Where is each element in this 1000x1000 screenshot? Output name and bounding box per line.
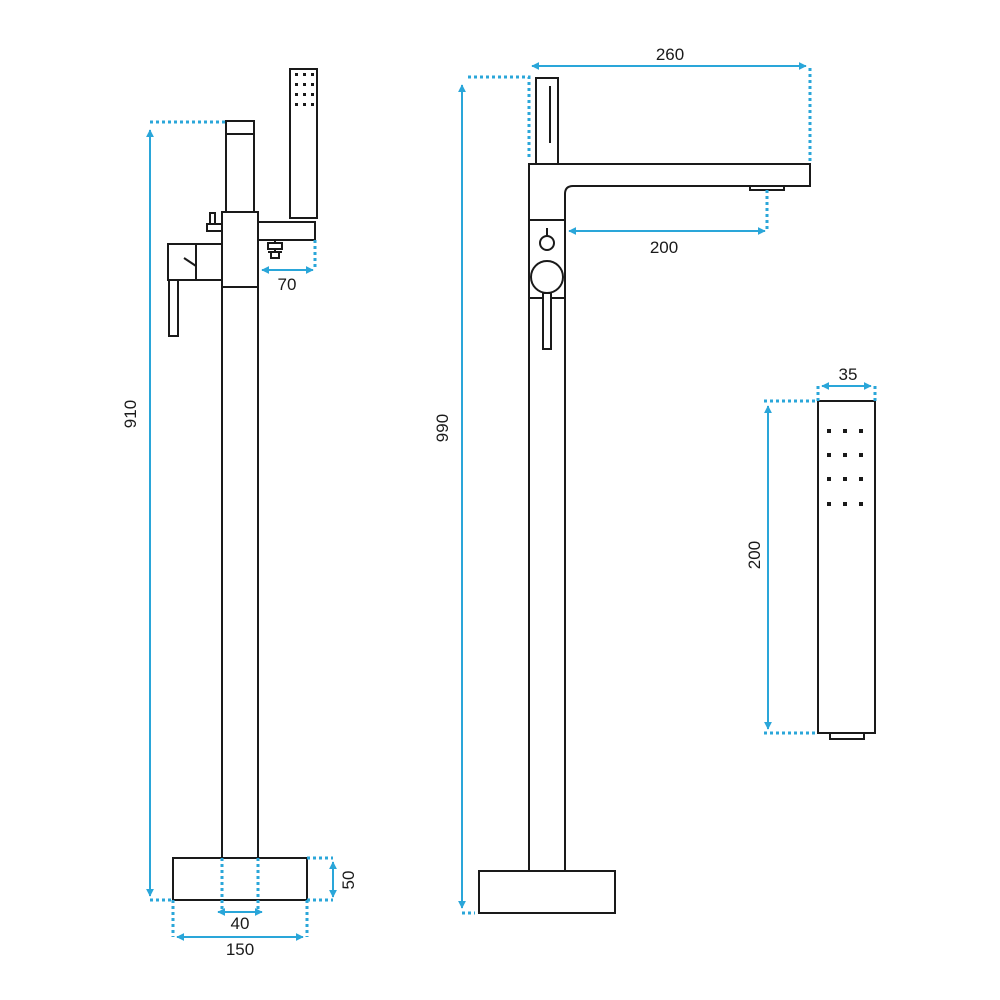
dim-front-total-width: 260 xyxy=(656,45,684,64)
side-view xyxy=(167,68,318,901)
front-spout-outlet xyxy=(749,185,785,191)
side-knob xyxy=(206,212,223,232)
front-dimensions: 990 260 200 xyxy=(433,45,812,915)
front-lever-hub xyxy=(530,260,564,294)
dim-base-height: 50 xyxy=(339,871,358,890)
dim-front-height: 990 xyxy=(433,414,452,442)
side-handshower-nozzles xyxy=(295,73,314,106)
side-holder-column xyxy=(225,120,255,213)
dim-pipe-width: 40 xyxy=(231,914,250,933)
front-lever-handle xyxy=(542,292,552,350)
side-dimensions: 910 70 50 40 150 xyxy=(121,120,358,959)
handshower-detail xyxy=(817,400,876,740)
side-lever-handle xyxy=(167,243,223,337)
dim-handshower-width: 35 xyxy=(839,365,858,384)
side-diverter-valve xyxy=(267,240,283,259)
side-spout-arm xyxy=(257,221,316,241)
dim-handshower-length: 200 xyxy=(745,541,764,569)
dim-side-height: 910 xyxy=(121,400,140,428)
front-knob xyxy=(539,228,555,251)
front-handshower xyxy=(535,77,559,165)
detail-nozzle-grid xyxy=(827,429,863,506)
front-base-plate xyxy=(478,870,616,914)
side-handshower xyxy=(289,68,318,219)
front-spout-arm xyxy=(528,163,811,221)
side-base-plate xyxy=(172,857,308,901)
side-vertical-pipe xyxy=(221,284,259,859)
side-mixer-body xyxy=(221,211,259,288)
detail-handshower-connector xyxy=(829,732,865,740)
dim-side-spout-reach: 70 xyxy=(278,275,297,294)
front-view xyxy=(478,77,811,914)
detail-dimensions: 35 200 xyxy=(745,365,877,735)
dim-base-width: 150 xyxy=(226,940,254,959)
detail-handshower-body xyxy=(817,400,876,734)
dim-front-spout-reach: 200 xyxy=(650,238,678,257)
